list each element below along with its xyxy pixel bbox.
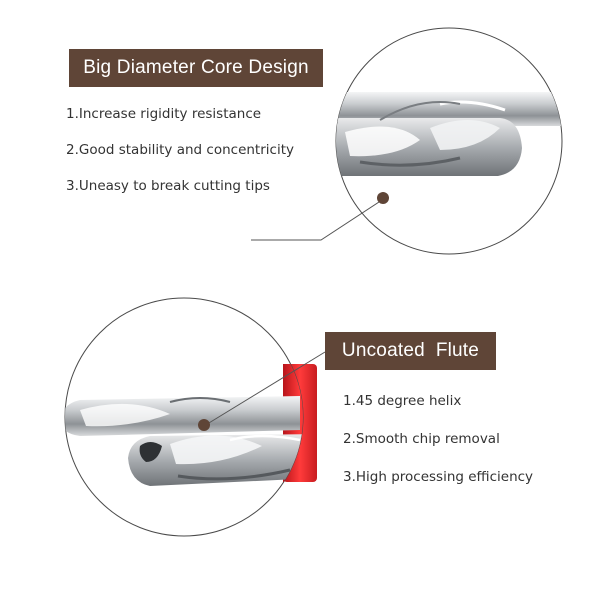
top-feature-3: 3.Uneasy to break cutting tips — [66, 178, 270, 194]
pointer-dot-bottom — [198, 419, 210, 431]
pointer-dot-top — [377, 192, 389, 204]
top-magnifier — [251, 27, 563, 255]
top-feature-2: 2.Good stability and concentricity — [66, 142, 294, 158]
core-design-heading: Big Diameter Core Design — [69, 49, 323, 87]
uncoated-flute-heading: Uncoated Flute — [325, 332, 496, 370]
bottom-feature-3: 3.High processing efficiency — [343, 469, 534, 485]
bottom-feature-1: 1.45 degree helix — [343, 393, 462, 409]
top-feature-1: 1.Increase rigidity resistance — [66, 106, 262, 122]
bottom-feature-2: 2.Smooth chip removal — [343, 431, 500, 447]
bottom-magnifier — [64, 297, 326, 537]
